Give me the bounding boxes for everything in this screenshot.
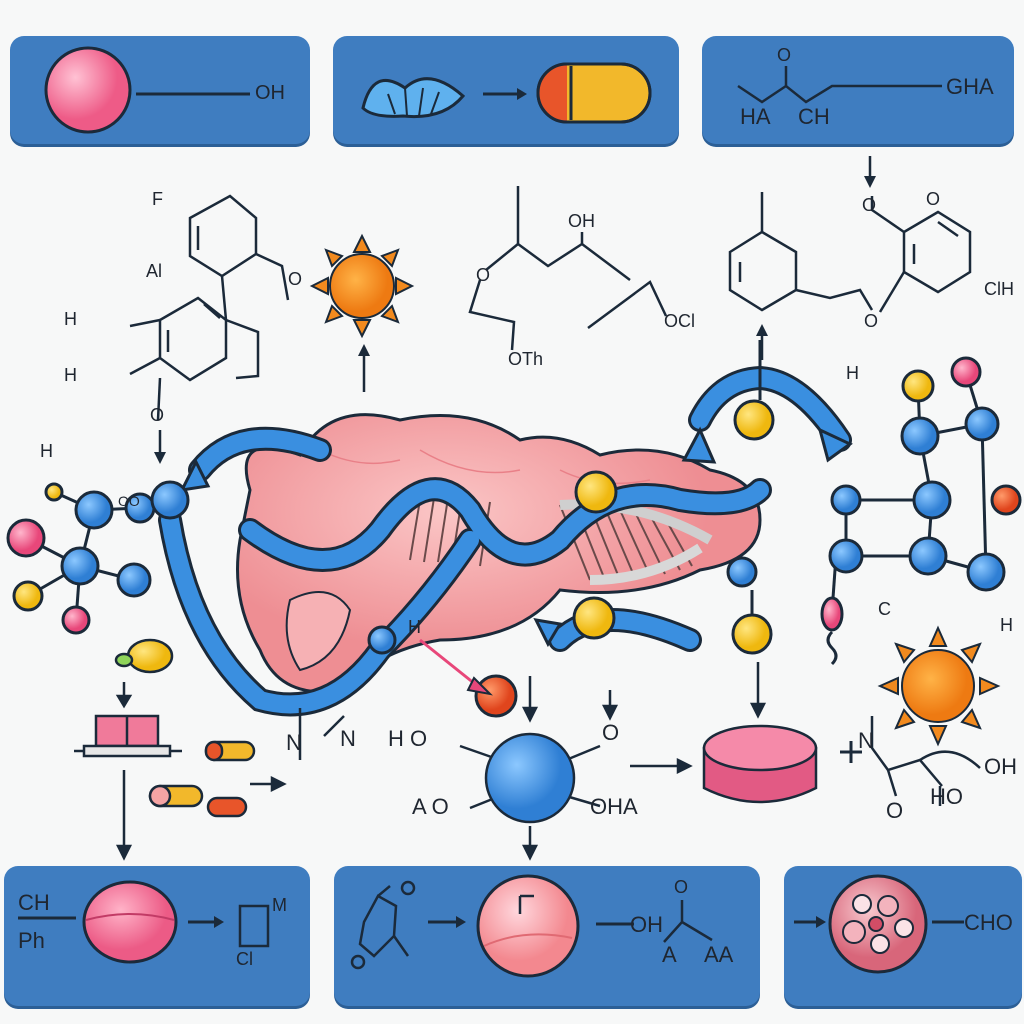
dna-ladder — [409, 497, 713, 585]
s1-h2: H — [64, 365, 77, 385]
pill-strip — [74, 714, 182, 758]
blue-sphere-icon — [459, 732, 601, 824]
top-panel-3-ha: HA — [740, 104, 771, 129]
top-panel-2 — [333, 36, 679, 144]
ho-label: HO — [930, 784, 963, 809]
connector-lines — [750, 340, 762, 614]
bottom-panel-2-a: A — [662, 942, 677, 967]
h-arrow-label: H — [408, 617, 421, 637]
pink-sphere-icon — [44, 46, 250, 134]
s1-o: O — [288, 269, 303, 289]
top-panel-1: OH — [10, 36, 310, 144]
bottom-panel-1-ph: Ph — [18, 928, 45, 953]
s2-oh: OH — [568, 211, 595, 231]
s1-o2: O — [150, 405, 165, 425]
s3-o2: O — [926, 189, 941, 209]
top-panel-1-formula: OH — [255, 82, 285, 104]
sun-icon-right — [877, 625, 1001, 747]
a2o-label: A O — [412, 794, 449, 819]
bottom-panel-1-cl: Cl — [236, 949, 253, 969]
right-molecule — [820, 356, 1022, 666]
top-panel-3-right: GHA — [946, 74, 994, 99]
pink-tablet-icon — [702, 724, 818, 804]
pink-arrow — [419, 638, 481, 690]
s2-ocl: OCl — [664, 311, 695, 331]
c-right: C — [878, 599, 891, 619]
s2-o1: O — [476, 265, 491, 285]
pills-icon — [148, 740, 256, 818]
bottom-panel-1: CH Ph Cl M — [4, 866, 310, 1006]
s1-al: Al — [146, 261, 163, 281]
oh-end-label: OH — [984, 754, 1017, 779]
bottom-panel-2-aa: AA — [704, 942, 734, 967]
top-panel-3-ch: CH — [798, 104, 830, 129]
bottom-panel-1-m: M — [272, 895, 287, 915]
h2o-label: H O — [388, 726, 428, 751]
capsule-icon — [536, 62, 652, 124]
s3-cl: ClH — [984, 279, 1014, 299]
structure-3 — [728, 192, 972, 313]
bottom-panel-2: OH O A AA — [334, 866, 760, 1006]
top-panel-3-o: O — [777, 45, 792, 65]
shell-icon — [361, 77, 466, 119]
sun-icon-top — [309, 233, 415, 339]
bottom-panel-1-ch: CH — [18, 890, 50, 915]
cell-culture-icon — [828, 874, 928, 974]
bottom-panel-2-oh: OH — [630, 912, 663, 937]
s3-o3: O — [864, 311, 879, 331]
s1-h1: H — [64, 309, 77, 329]
bottom-panel-2-o: O — [674, 877, 689, 897]
h-mid-right: H — [846, 363, 859, 383]
s2-oth: OTh — [508, 349, 544, 369]
bottom-panel-3: CHO — [784, 866, 1022, 1006]
small-structure-icon — [350, 880, 416, 970]
h-left: H — [40, 441, 53, 461]
n-plus-label: N — [858, 728, 874, 753]
top-panel-3: O HA CH GHA — [702, 36, 1014, 144]
left-molecule — [6, 480, 190, 635]
tissue-sphere-icon — [476, 874, 580, 978]
n-connector — [298, 708, 345, 760]
s3-o1: O — [862, 195, 877, 215]
small-capsule-icon — [114, 638, 174, 674]
bottom-panel-3-cho: CHO — [964, 910, 1013, 935]
pink-cell-icon — [82, 880, 178, 964]
oha-label: OHA — [590, 794, 638, 819]
structure-bottom-right — [870, 716, 981, 806]
ooo-label: OO — [118, 493, 140, 509]
o-bottom-label: O — [886, 798, 904, 823]
n-right: N — [340, 726, 356, 751]
ribbon-atoms — [367, 399, 775, 718]
chain-structure-icon — [737, 66, 942, 104]
n-left: N — [286, 730, 302, 755]
ribbon-arrowheads — [179, 426, 853, 648]
structure-2 — [468, 186, 668, 351]
h-right: H — [1000, 615, 1013, 635]
s1-f: F — [152, 189, 163, 209]
o-top-label: O — [602, 720, 620, 745]
structure-1 — [129, 194, 290, 421]
arrow-right-icon — [483, 88, 527, 100]
